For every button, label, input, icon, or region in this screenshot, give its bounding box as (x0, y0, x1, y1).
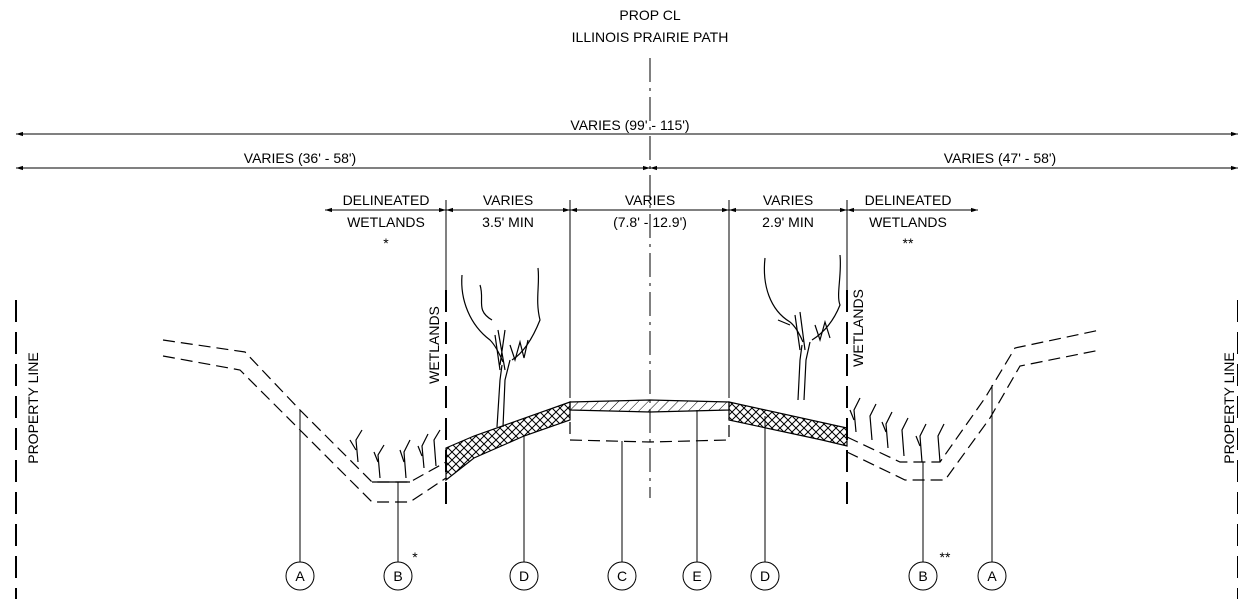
dim-right-half-text: VARIES (47' - 58') (944, 150, 1056, 166)
wetland-plants-left (349, 429, 441, 483)
path-subgrade (569, 418, 730, 443)
left-shoulder-aggregate (445, 401, 571, 482)
svg-text:D: D (519, 568, 529, 584)
svg-text:D: D (760, 568, 770, 584)
dim-left-half-text: VARIES (36' - 58') (244, 150, 356, 166)
dim-left-wetland-top: DELINEATED (343, 192, 430, 208)
dim-right-wetland-bottom: WETLANDS (869, 214, 947, 230)
dim-path-bottom: (7.8' - 12.9') (613, 214, 687, 230)
callout-d-left: D (509, 561, 539, 591)
callout-a-right: A (977, 561, 1007, 591)
wetland-plants-right (849, 397, 945, 463)
existing-ground-left-lower (162, 355, 447, 503)
svg-text:B: B (918, 568, 927, 584)
svg-text:B: B (393, 568, 402, 584)
callout-e: E (682, 561, 712, 591)
property-line-right-label: PROPERTY LINE (1221, 352, 1237, 464)
wetlands-left-label: WETLANDS (426, 306, 442, 384)
dim-left-wetland-note: * (383, 235, 389, 251)
tree-left (461, 267, 541, 428)
dim-right-shoulder-top: VARIES (763, 192, 813, 208)
callout-d-right: D (750, 561, 780, 591)
callout-b-left: B * (383, 549, 418, 591)
centerline-label: PROP CL (619, 7, 680, 23)
callout-b-right: B ** (908, 549, 951, 591)
svg-text:A: A (295, 568, 305, 584)
dim-overall-text: VARIES (99' - 115') (570, 117, 689, 133)
centerline-path-name: ILLINOIS PRAIRIE PATH (572, 29, 729, 45)
existing-ground-right-upper (846, 329, 1101, 463)
dim-path-top: VARIES (625, 192, 675, 208)
dim-left-shoulder-bottom: 3.5' MIN (482, 214, 534, 230)
callout-b-left-note: * (412, 549, 418, 565)
existing-ground-right-lower (846, 349, 1101, 481)
svg-text:C: C (617, 568, 627, 584)
wetlands-right-label: WETLANDS (850, 289, 866, 367)
svg-text:A: A (987, 568, 997, 584)
right-shoulder-aggregate (728, 401, 848, 447)
dim-right-wetland-note: ** (903, 235, 914, 251)
dim-right-wetland-top: DELINEATED (865, 192, 952, 208)
callout-a-left: A (285, 561, 315, 591)
tree-right (763, 254, 842, 401)
callout-c: C (607, 561, 637, 591)
path-surface (569, 399, 730, 413)
dim-left-wetland-bottom: WETLANDS (347, 214, 425, 230)
dim-left-shoulder-top: VARIES (483, 192, 533, 208)
svg-text:E: E (692, 568, 701, 584)
dim-right-shoulder-bottom: 2.9' MIN (762, 214, 814, 230)
property-line-left-label: PROPERTY LINE (25, 352, 41, 464)
existing-ground-left-upper (162, 339, 447, 483)
callout-b-right-note: ** (940, 549, 951, 565)
